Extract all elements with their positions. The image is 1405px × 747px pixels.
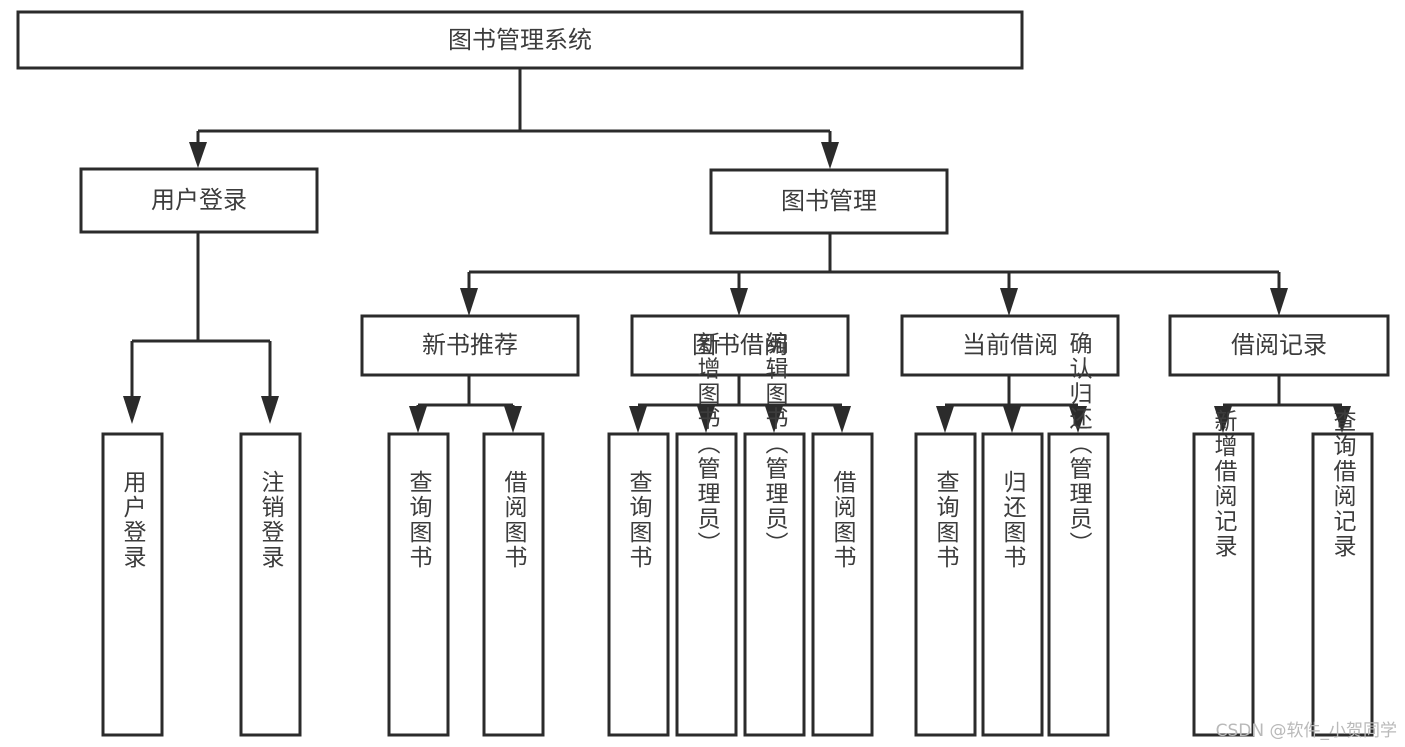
node-leaf-cur-query[interactable]: 查询图书	[914, 432, 977, 737]
connector-group-newbookrec	[409, 375, 522, 433]
node-leaf-user-logout-box[interactable]	[239, 432, 302, 737]
arrow-head-borrowrecord	[1270, 288, 1288, 316]
node-leaf-user-logout[interactable]: 注销登录	[239, 432, 302, 737]
node-leaf-cur-return[interactable]: 归还图书	[981, 432, 1044, 737]
node-book-manage[interactable]: 图书管理	[709, 168, 949, 235]
node-leaf-borrow-edit-box[interactable]	[743, 432, 806, 737]
node-leaf-user-logout-label: 注销登录	[257, 470, 285, 570]
connector-group-bookborrow	[629, 375, 851, 433]
node-leaf-borrow-add-box[interactable]	[675, 432, 738, 737]
connector-group-bookmanage	[460, 233, 1288, 316]
node-leaf-cur-query-box[interactable]	[914, 432, 977, 737]
arrow-head-bb-query	[629, 406, 647, 433]
node-leaf-cur-query-label: 查询图书	[932, 470, 960, 570]
node-leaf-borrow-add-label: 新增图书（管理员）	[693, 332, 721, 557]
arrow-head-bookborrow	[730, 288, 748, 316]
node-leaf-rec-borrow-label: 借阅图书	[500, 470, 528, 570]
arrow-head-cb-confirm	[1069, 406, 1087, 433]
node-new-book-rec[interactable]: 新书推荐	[360, 314, 580, 377]
node-leaf-cur-confirm-label: 确认归还（管理员）	[1065, 332, 1093, 557]
node-book-borrow-label: 图书借阅	[692, 331, 788, 359]
node-leaf-borrow-lend-box[interactable]	[811, 432, 874, 737]
node-leaf-rec-add[interactable]: 新增借阅记录	[1192, 409, 1255, 737]
node-borrow-record-label: 借阅记录	[1231, 331, 1327, 359]
node-current-borrow-label: 当前借阅	[962, 331, 1058, 359]
node-leaf-user-login[interactable]: 用户登录	[101, 432, 164, 737]
node-leaf-cur-return-box[interactable]	[981, 432, 1044, 737]
node-user-login-label: 用户登录	[151, 186, 247, 214]
node-leaf-rec-borrow[interactable]: 借阅图书	[482, 432, 545, 737]
arrow-head-leaf-user-logout	[261, 396, 279, 424]
arrow-head-cb-return	[1003, 406, 1021, 433]
node-leaf-user-login-box[interactable]	[101, 432, 164, 737]
node-leaf-rec-borrow-box[interactable]	[482, 432, 545, 737]
arrow-head-leaf-user-login	[123, 396, 141, 424]
arrow-head-bb-edit	[765, 406, 783, 433]
node-leaf-rec-add-box[interactable]	[1192, 432, 1255, 737]
arrow-head-bb-add	[697, 406, 715, 433]
arrow-head-cb-query	[936, 406, 954, 433]
node-leaf-rec-query[interactable]: 查询图书	[387, 432, 450, 737]
node-book-borrow[interactable]: 图书借阅	[630, 314, 850, 377]
connector-group-root	[189, 68, 839, 169]
connector-group-borrowrecord	[1214, 375, 1351, 433]
node-leaf-borrow-query-box[interactable]	[607, 432, 670, 737]
node-new-book-rec-label: 新书推荐	[422, 331, 518, 359]
node-leaf-rec-search[interactable]: 查询借阅记录	[1311, 409, 1374, 737]
node-user-login-box[interactable]	[79, 167, 319, 234]
node-leaf-borrow-add[interactable]: 新增图书（管理员）	[675, 332, 738, 737]
node-book-borrow-box[interactable]	[630, 314, 850, 377]
node-leaf-borrow-lend[interactable]: 借阅图书	[811, 432, 874, 737]
node-new-book-rec-box[interactable]	[360, 314, 580, 377]
node-current-borrow-box[interactable]	[900, 314, 1120, 377]
arrow-head-newbook	[460, 288, 478, 316]
node-leaf-borrow-query-label: 查询图书	[625, 470, 653, 570]
node-book-manage-label: 图书管理	[781, 187, 877, 215]
node-user-login[interactable]: 用户登录	[79, 167, 319, 234]
node-root-box[interactable]	[16, 10, 1024, 70]
arrow-head-br-search	[1333, 406, 1351, 433]
connector-group-userlogin	[123, 232, 279, 424]
arrow-head-currentborrow	[1000, 288, 1018, 316]
connector-group-currentborrow	[936, 375, 1087, 433]
node-leaf-rec-query-label: 查询图书	[405, 470, 433, 570]
node-borrow-record-box[interactable]	[1168, 314, 1390, 377]
arrow-head-nbr-query	[409, 406, 427, 433]
arrow-head-userlogin	[189, 142, 207, 168]
node-current-borrow[interactable]: 当前借阅	[900, 314, 1120, 377]
arrow-head-nbr-borrow	[504, 406, 522, 433]
arrow-head-bookmanage	[821, 142, 839, 169]
node-root-label: 图书管理系统	[448, 26, 592, 54]
node-leaf-borrow-edit[interactable]: 编辑图书（管理员）	[743, 332, 806, 737]
node-leaf-user-login-label: 用户登录	[119, 470, 147, 570]
node-leaf-cur-return-label: 归还图书	[999, 470, 1027, 570]
node-borrow-record[interactable]: 借阅记录	[1168, 314, 1390, 377]
node-book-manage-box[interactable]	[709, 168, 949, 235]
node-leaf-rec-search-label: 查询借阅记录	[1329, 409, 1357, 559]
node-leaf-rec-query-box[interactable]	[387, 432, 450, 737]
node-leaf-rec-add-label: 新增借阅记录	[1210, 409, 1238, 559]
arrow-head-br-add	[1214, 406, 1232, 433]
node-leaf-borrow-query[interactable]: 查询图书	[607, 432, 670, 737]
node-leaf-borrow-lend-label: 借阅图书	[829, 470, 857, 570]
node-leaf-cur-confirm-box[interactable]	[1047, 432, 1110, 737]
node-leaf-cur-confirm[interactable]: 确认归还（管理员）	[1047, 332, 1110, 737]
node-root[interactable]: 图书管理系统	[16, 10, 1024, 70]
arrow-head-bb-lend	[833, 406, 851, 433]
node-leaf-rec-search-box[interactable]	[1311, 432, 1374, 737]
node-leaf-borrow-edit-label: 编辑图书（管理员）	[761, 332, 789, 557]
